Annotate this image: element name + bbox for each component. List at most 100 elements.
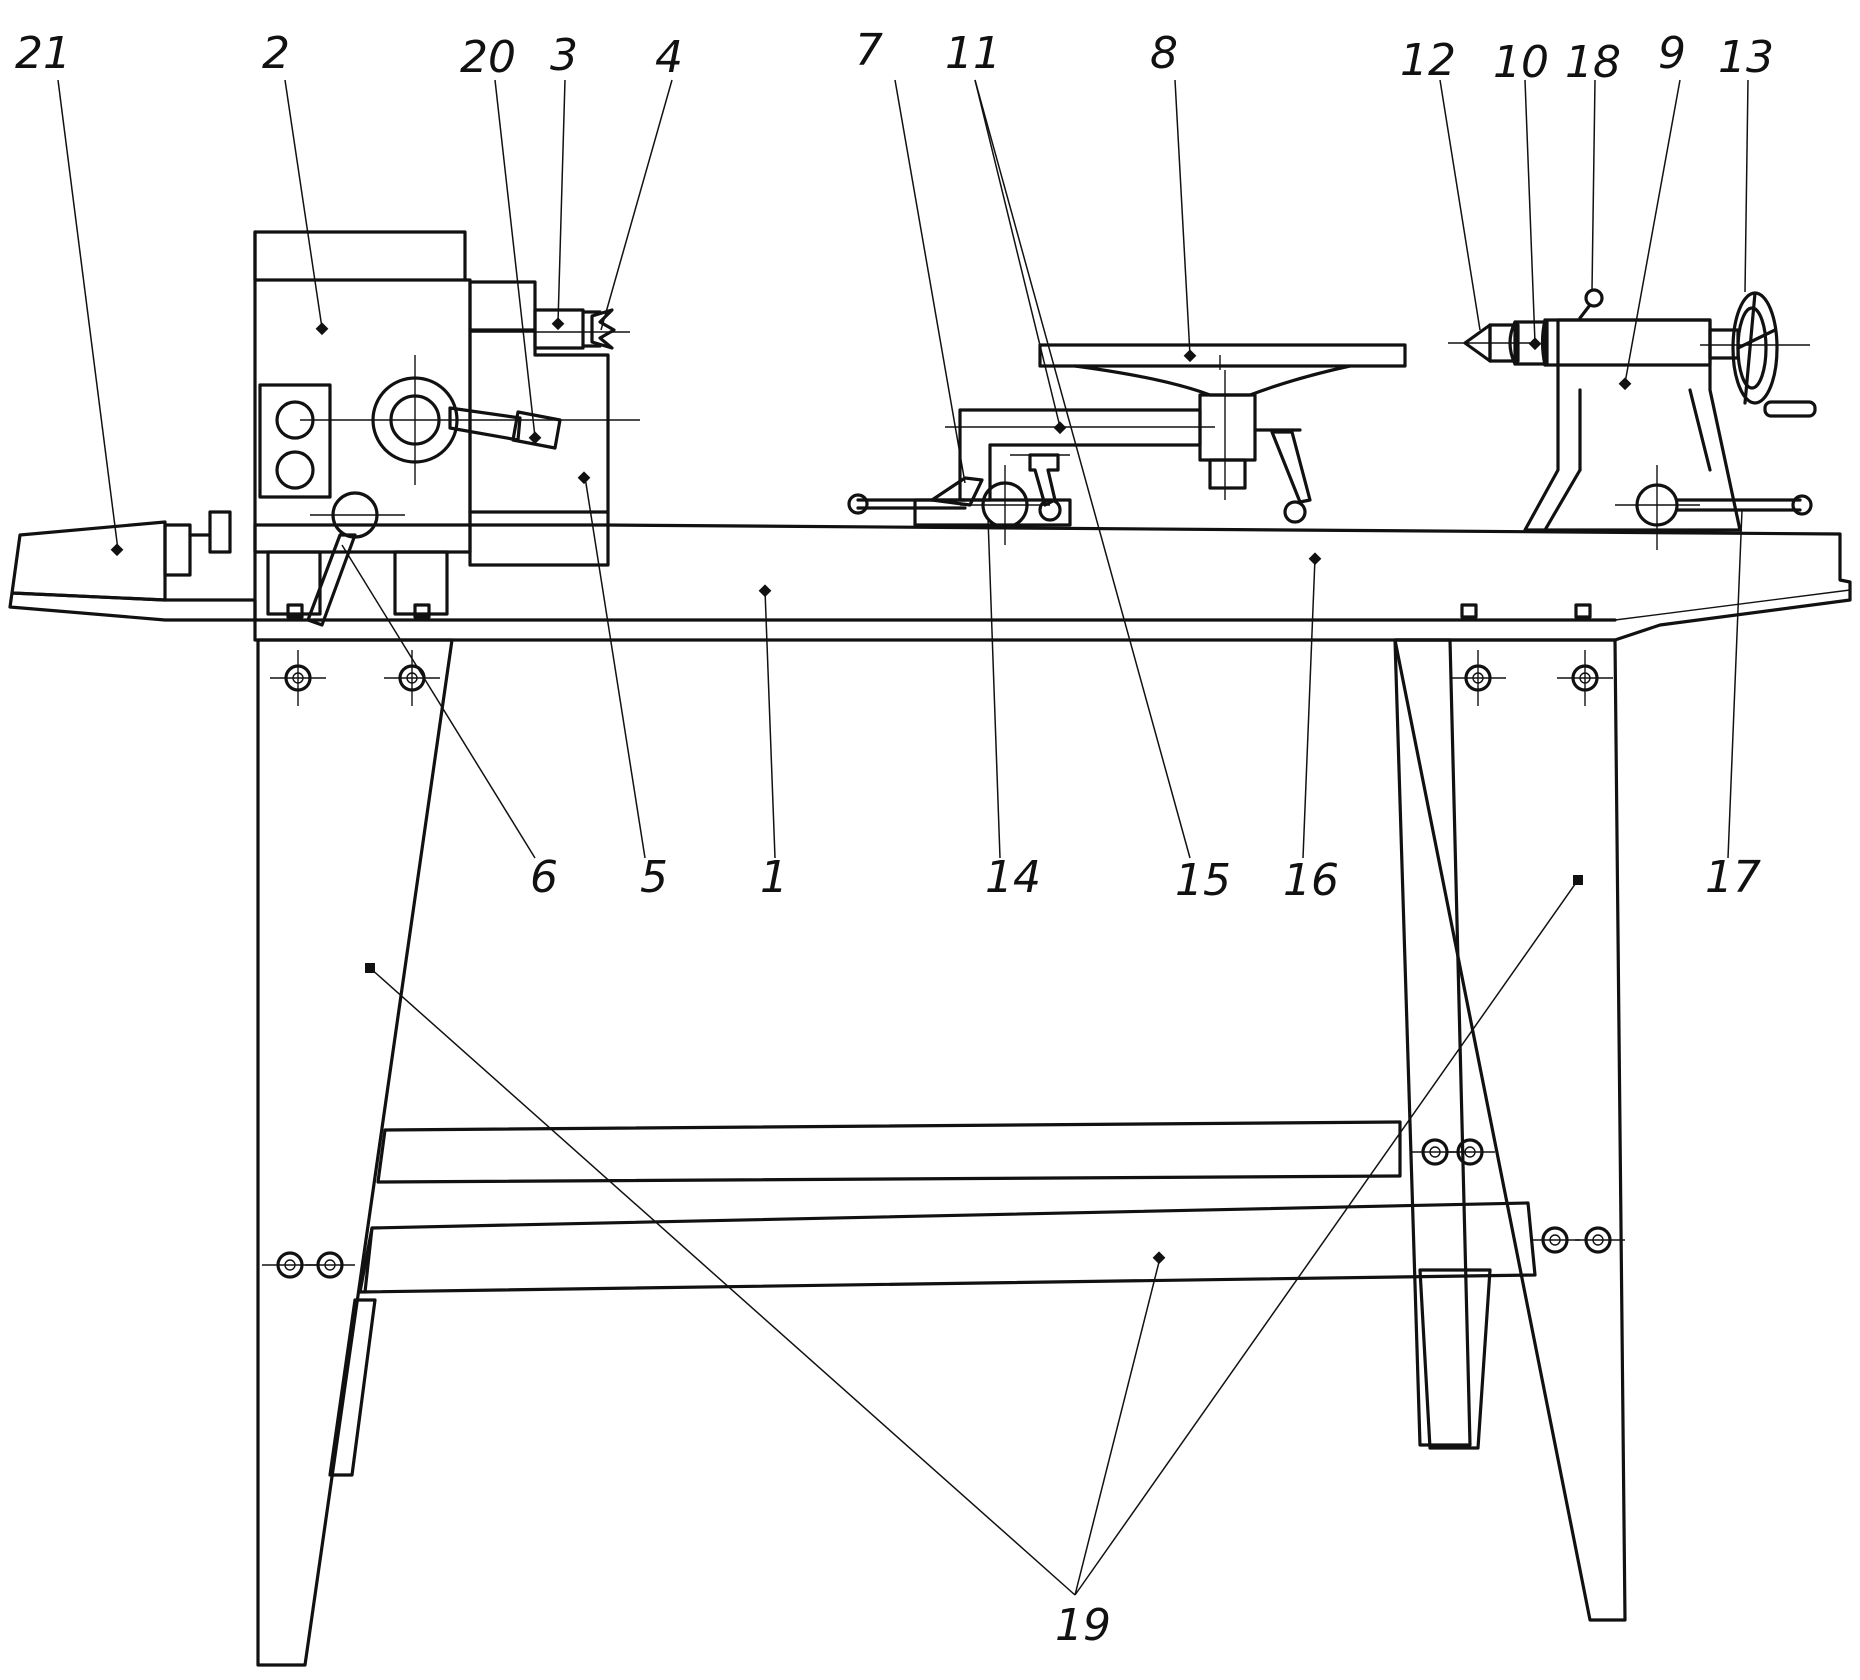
speed-knob [275,450,315,490]
leader-14 [987,517,1001,859]
lower-stretcher [358,1201,1537,1294]
callout-4: 4 [655,32,683,83]
quill-housing [1543,318,1712,367]
handwheel-crank [1763,400,1817,418]
leader-1 [764,589,776,859]
callout-16: 16 [1283,855,1339,906]
leader-15 [974,79,1191,859]
rest-post-collar [1208,458,1247,490]
hole [1450,650,1506,706]
callout-13: 13 [1718,32,1774,83]
speed-selector-plate [258,383,332,499]
rest-lock-ball [1283,500,1307,524]
headstock-foot [393,550,449,616]
leader-12 [1439,79,1481,331]
motor-cover [10,520,167,602]
leader-20 [494,79,536,438]
left-leg-brace [328,1298,377,1477]
hole [1448,1138,1495,1166]
leader-6 [341,544,536,859]
spindle-housing-body [468,280,610,567]
quill-lock-knob [1584,288,1604,308]
callout-8: 8 [1150,28,1178,79]
callout-9: 9 [1658,28,1686,79]
bed [8,510,1852,642]
tool-rest-assembly [847,343,1407,545]
leader-10 [1524,79,1536,344]
headstock-body [253,230,472,554]
leader-5 [584,476,646,859]
leader-lines [57,79,1749,1596]
leader-dots [110,317,1632,1265]
headstock [253,230,640,627]
callout-7: 7 [855,25,883,76]
bolt [286,603,304,619]
lock-lever [1028,453,1060,507]
hole [1575,1226,1625,1254]
callout-10: 10 [1493,37,1549,88]
lock-lever-ball [1038,498,1062,522]
motor-clamp [163,523,192,577]
callout-5: 5 [640,852,668,903]
callout-11: 11 [945,28,1001,79]
leader-8 [1174,79,1191,356]
callout-14: 14 [985,852,1041,903]
bed-chamfer [1614,589,1851,621]
callout-6: 6 [530,852,558,903]
leader-7 [894,79,966,484]
leader-9 [1624,79,1681,384]
stretcher-edge [363,1226,374,1294]
rest-lock-handle [1270,430,1312,504]
callout-15: 15 [1175,855,1231,906]
leader-19b [1074,879,1579,1596]
right-leg-rear [1393,638,1472,1447]
switch-lever [306,533,357,627]
headstock-foot [266,550,322,616]
left-leg [256,638,454,1667]
hole [1557,650,1613,706]
callout-21: 21 [15,28,71,79]
tool-rest [1038,343,1407,368]
right-leg-front [1393,638,1627,1622]
leader-21 [57,79,119,551]
eccentric-clamp [930,476,984,507]
bolt [1574,603,1592,619]
callout-18: 18 [1565,37,1621,88]
leader-18 [1591,79,1596,291]
drive-center [590,308,616,350]
callout-19: 19 [1055,1600,1111,1651]
callout-20: 20 [460,32,516,83]
callout-2: 2 [262,28,290,79]
clamp-handle-ball [847,493,869,515]
bolt [1460,603,1478,619]
callouts: 21 2 20 3 4 7 11 8 12 10 18 9 13 6 5 1 1… [15,25,1774,1651]
leader-13 [1744,79,1749,293]
left-extension [8,591,257,622]
leader-16 [1302,557,1316,859]
hole [305,1251,355,1279]
hole [1410,1138,1460,1166]
spindle-housing [468,280,630,567]
hole [270,650,326,706]
hole [1530,1226,1580,1254]
callout-1: 1 [760,852,788,903]
leader-11 [974,79,1061,428]
callout-17: 17 [1705,852,1761,903]
clamp-lever-grip [511,410,562,450]
leader-19c [1074,1257,1161,1596]
tool-rest-web [1073,364,1352,397]
upper-stretcher [376,1120,1402,1184]
clamp-lever [448,406,522,442]
motor-knob [208,510,232,554]
tailstock-clamp-ball [1791,494,1813,516]
callout-12: 12 [1400,35,1456,86]
leader-3 [557,79,566,324]
right-leg-rear-foot [1418,1268,1492,1450]
leader-2 [284,79,323,329]
callout-3: 3 [550,30,578,81]
bed-main [253,523,1852,642]
bolt [413,603,431,619]
leader-4 [600,79,673,331]
leader-19a [369,967,1076,1596]
